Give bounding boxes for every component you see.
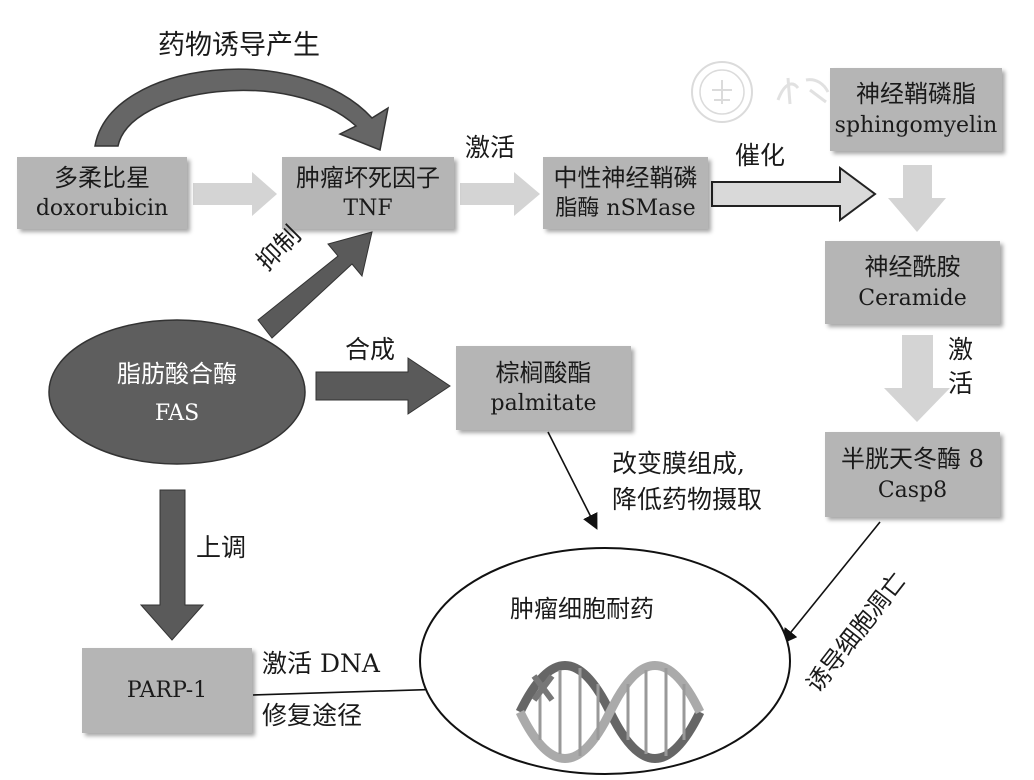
edge-label-dna-repair-2: 修复途径 bbox=[262, 701, 363, 730]
edge-label-upregulate: 上调 bbox=[196, 533, 247, 562]
watermark-brand bbox=[772, 70, 834, 112]
node-ceramide-zh: 神经酰胺 bbox=[864, 253, 961, 282]
light-arrow-dox-to-tnf bbox=[193, 172, 277, 216]
node-nsmase-line1: 中性神经鞘磷 bbox=[553, 163, 698, 192]
node-ceramide-en: Ceramide bbox=[858, 285, 967, 311]
light-arrow-tnf-to-nsmase bbox=[460, 172, 540, 216]
dark-arrow-synthesize bbox=[315, 357, 451, 415]
node-sphingomyelin-en: sphingomyelin bbox=[834, 112, 998, 138]
edge-label-membrane-1: 改变膜组成, bbox=[612, 449, 745, 478]
node-casp8: 半胱天冬酶 8 Casp8 bbox=[825, 432, 1000, 517]
node-fas-en: FAS bbox=[154, 400, 200, 426]
node-sphingomyelin: 神经鞘磷脂 sphingomyelin bbox=[830, 68, 1002, 151]
node-palmitate-en: palmitate bbox=[490, 391, 597, 417]
edge-label-activate-2a: 激 bbox=[948, 335, 974, 364]
edge-label-synthesize: 合成 bbox=[345, 335, 396, 364]
node-nsmase-line2: 脂酶 nSMase bbox=[555, 196, 696, 222]
node-tnf-zh: 肿瘤坏死因子 bbox=[296, 163, 440, 192]
node-doxorubicin-zh: 多柔比星 bbox=[54, 163, 150, 192]
dark-arrow-upregulate bbox=[139, 489, 205, 641]
watermark-seal-icon bbox=[691, 61, 753, 123]
edge-label-activate-2b: 活 bbox=[948, 369, 974, 398]
node-sphingomyelin-zh: 神经鞘磷脂 bbox=[856, 80, 976, 109]
node-doxorubicin-en: doxorubicin bbox=[35, 196, 169, 222]
node-fas: 脂肪酸合酶 FAS bbox=[80, 354, 274, 432]
dark-arrow-inhibit bbox=[257, 231, 373, 339]
node-nsmase: 中性神经鞘磷 脂酶 nSMase bbox=[543, 157, 708, 229]
node-casp8-en: Casp8 bbox=[877, 477, 948, 503]
light-arrow-ceramide-to-casp8 bbox=[884, 335, 950, 422]
node-tnf-en: TNF bbox=[343, 196, 393, 222]
node-palmitate-zh: 棕榈酸酯 bbox=[495, 358, 592, 387]
edge-label-dna-repair-1: 激活 DNA bbox=[262, 649, 380, 678]
curved-arrow-drug-induced bbox=[94, 68, 390, 152]
edge-label-drug-induced: 药物诱导产生 bbox=[158, 30, 320, 61]
node-ceramide: 神经酰胺 Ceramide bbox=[825, 241, 1000, 324]
node-palmitate: 棕榈酸酯 palmitate bbox=[456, 346, 631, 430]
edge-label-activate-1: 激活 bbox=[465, 133, 516, 162]
thin-arrow-membrane bbox=[547, 431, 598, 530]
node-doxorubicin: 多柔比星 doxorubicin bbox=[17, 157, 187, 229]
edge-label-membrane-2: 降低药物摄取 bbox=[612, 485, 763, 514]
node-parp1-label: PARP-1 bbox=[126, 677, 208, 703]
node-parp1: PARP-1 bbox=[82, 648, 252, 733]
node-casp8-zh: 半胱天冬酶 8 bbox=[841, 445, 984, 474]
node-tnf: 肿瘤坏死因子 TNF bbox=[282, 157, 454, 229]
resistance-ellipse bbox=[419, 547, 791, 775]
thin-arrow-apoptosis bbox=[780, 521, 881, 645]
node-resistance-label: 肿瘤细胞耐药 bbox=[510, 595, 654, 623]
outline-arrow-catalyze bbox=[711, 166, 877, 222]
light-arrow-sphingo-to-ceramide bbox=[888, 165, 946, 232]
dna-helix-icon bbox=[515, 661, 705, 763]
edge-label-catalyze: 催化 bbox=[735, 141, 786, 170]
node-fas-zh: 脂肪酸合酶 bbox=[117, 360, 237, 388]
fas-ellipse bbox=[48, 319, 306, 465]
